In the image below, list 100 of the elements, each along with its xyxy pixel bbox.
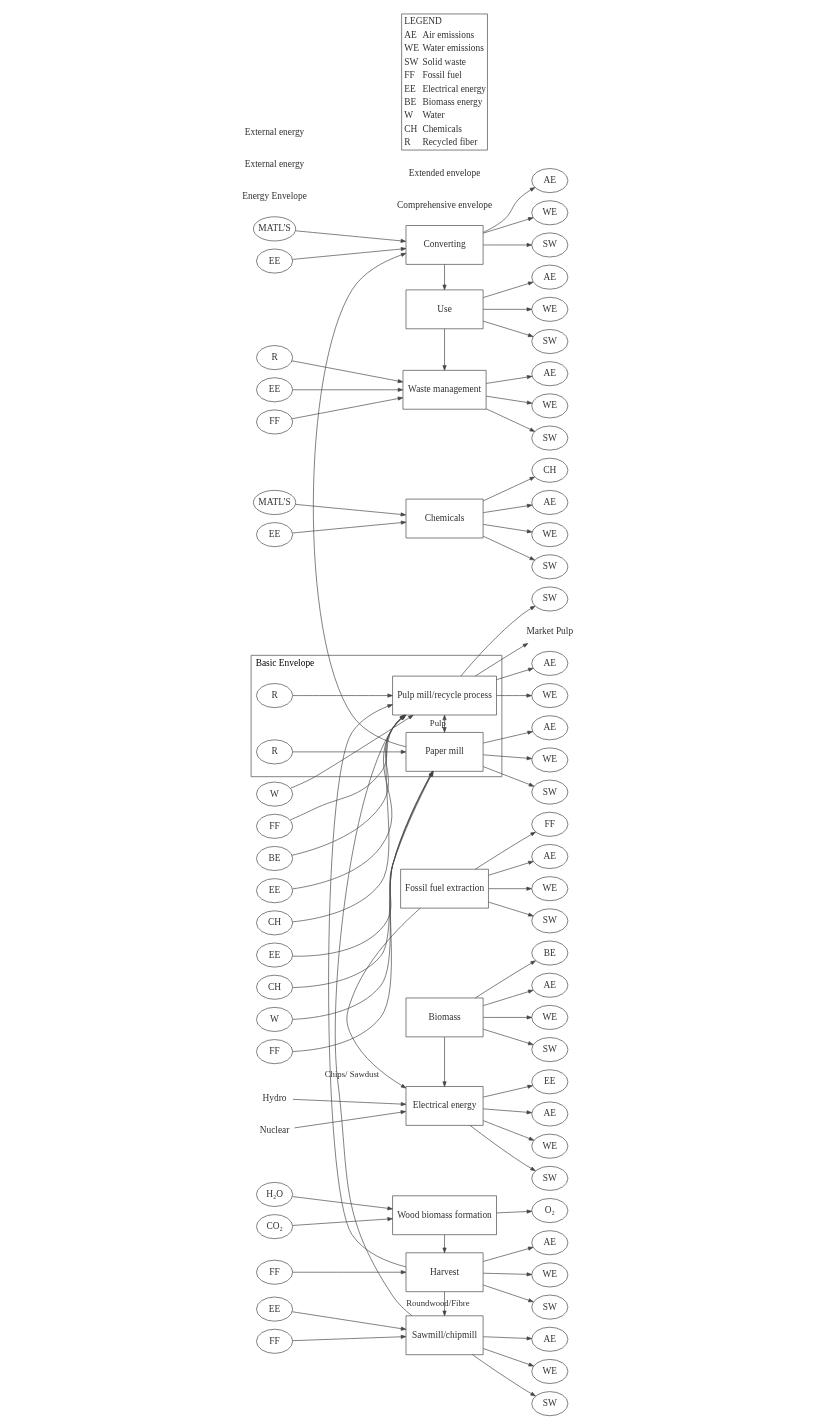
label: Water (422, 110, 445, 121)
arrow (496, 667, 534, 680)
arrow (483, 1028, 534, 1046)
arrow (485, 408, 536, 432)
arrow (292, 1334, 407, 1341)
arrow (483, 989, 534, 1006)
node-ellipse: EE (256, 942, 293, 968)
arrow (483, 754, 532, 761)
node-ellipse: FF (256, 1259, 293, 1285)
node-ellipse: AE (531, 1101, 569, 1127)
arrow (483, 281, 534, 298)
arrow (483, 217, 534, 234)
label: SW (404, 56, 419, 67)
arrow (483, 1108, 532, 1115)
node-ellipse: CH (256, 910, 293, 936)
node-ellipse: WE (531, 1359, 569, 1384)
arrow (483, 535, 535, 561)
label: External energy (244, 126, 305, 137)
arrow (292, 1196, 393, 1211)
node-ellipse: FF (256, 1328, 293, 1354)
arrow (483, 243, 532, 247)
arrow (483, 766, 535, 787)
node-ellipse: BE (256, 846, 293, 871)
arrow (442, 1234, 447, 1253)
arrow (483, 1084, 533, 1098)
edge-label: Roundwood/Fibre (406, 1298, 470, 1309)
arrow (488, 901, 534, 917)
label: WE (404, 43, 419, 54)
arrow (483, 476, 535, 502)
node-ellipse: FF (256, 813, 293, 839)
edge-label: Chips/ Sawdust (324, 1069, 380, 1080)
node-box: Wood biomass formation (392, 1195, 497, 1235)
arrow (469, 1125, 536, 1172)
arrow (292, 693, 393, 698)
arrow (483, 1272, 532, 1277)
node-ellipse: EE (531, 1069, 569, 1095)
arrow (292, 1311, 407, 1331)
arrow (460, 605, 536, 677)
arrow (488, 886, 532, 891)
label: W (404, 110, 414, 121)
label: Solid waste (422, 56, 466, 67)
node-ellipse: EE (256, 377, 293, 403)
label: EE (404, 83, 416, 94)
node-ellipse: SW (531, 329, 569, 354)
arrow (294, 1110, 407, 1129)
node-ellipse: WE (531, 1262, 569, 1288)
node-ellipse: W (256, 781, 293, 807)
arrow (292, 749, 407, 754)
node-ellipse: WE (531, 683, 569, 708)
node-ellipse: R (256, 683, 293, 708)
label: Electrical energy (422, 83, 487, 94)
node-ellipse: WE (531, 876, 569, 902)
arrow (346, 907, 421, 1089)
arrow (295, 230, 407, 243)
label: Fossil fuel (422, 70, 462, 81)
arrow (292, 387, 404, 392)
node-ellipse: SW (531, 1294, 569, 1320)
arrow (483, 1246, 534, 1262)
arrow (475, 643, 529, 677)
arrow (442, 328, 447, 371)
label: Biomass energy (422, 96, 483, 107)
node-ellipse: AE (531, 1326, 569, 1352)
node-box: Pulp mill/recycle process (392, 675, 497, 716)
arrow (483, 307, 532, 312)
label: Energy Envelope (242, 191, 307, 202)
arrow (483, 1336, 532, 1341)
label: R (404, 137, 411, 148)
node-ellipse: FF (256, 409, 293, 435)
arrow (483, 1348, 534, 1367)
arrow (295, 504, 407, 517)
label: LEGEND (404, 16, 442, 27)
label: FF (404, 70, 415, 81)
node-ellipse: EE (256, 878, 293, 904)
arrow (292, 1270, 407, 1275)
label: External energy (244, 158, 305, 169)
node-box: Electrical energy (405, 1086, 484, 1126)
arrow (483, 524, 533, 534)
node-ellipse: SW (531, 232, 569, 258)
node-ellipse: WE (531, 522, 569, 548)
node-ellipse: AE (531, 361, 569, 387)
arrow (291, 396, 404, 420)
node-ellipse: AE (531, 972, 569, 998)
node-ellipse: WE (531, 393, 569, 419)
node-ellipse: W (256, 1007, 293, 1032)
node-ellipse: EE (256, 248, 293, 274)
node-text: Market Pulp (526, 625, 574, 636)
label: CH (404, 123, 418, 134)
node-ellipse: EE (256, 1296, 293, 1322)
node-ellipse: WE (531, 1133, 569, 1159)
node-ellipse: AE (531, 264, 569, 290)
arrow (485, 395, 533, 405)
node-ellipse: AE (531, 1230, 569, 1256)
node-ellipse: EE (256, 522, 293, 548)
arrow (475, 960, 536, 999)
arrow (483, 503, 533, 513)
node-ellipse: SW (531, 1037, 569, 1062)
arrow (483, 1015, 532, 1020)
label: Extended envelope (408, 167, 481, 178)
node-box: Paper mill (405, 732, 484, 772)
label: Chemicals (422, 123, 462, 134)
